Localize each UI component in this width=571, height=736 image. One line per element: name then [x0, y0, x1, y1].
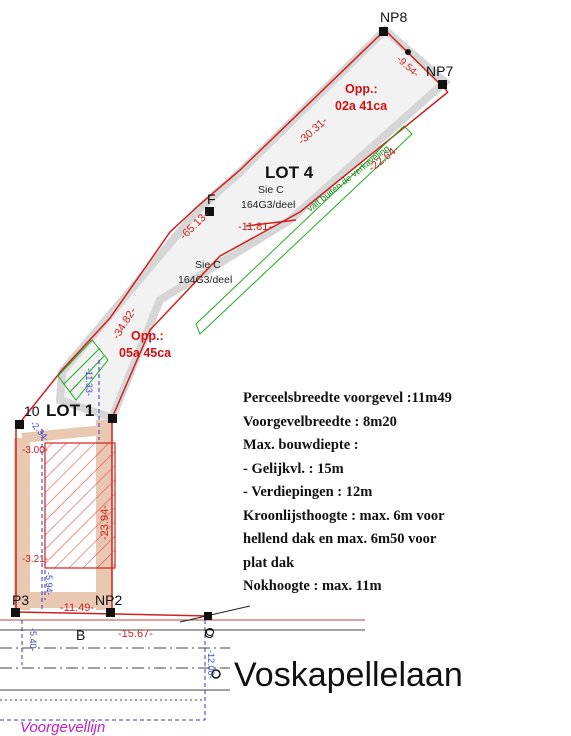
lot1-parcel: 164G3/deel: [178, 274, 232, 286]
dim-594: -5.94-: [44, 572, 54, 596]
lot1-building-footprint: [44, 442, 116, 569]
lot4-parcel: 164G3/deel: [241, 199, 295, 211]
dim-321: -3.21-: [22, 554, 48, 565]
info-line: Max. bouwdiepte :: [243, 437, 359, 453]
marker-np2: [106, 608, 115, 617]
label-np7: NP7: [426, 63, 453, 79]
label-np2: NP2: [95, 592, 122, 608]
frontline-label: Voorgevellijn: [20, 719, 105, 736]
marker-f: [205, 207, 214, 216]
marker-mid: [405, 49, 411, 55]
building-regulations-note: Perceelsbreedte voorgevel :11m49 Voorgev…: [243, 387, 563, 599]
info-line: Kroonlijsthoogte : max. 6m voor: [243, 507, 445, 524]
info-line: Voorgevelbreedte : 8m20: [243, 413, 397, 430]
lot4-building-zone: [57, 125, 413, 401]
marker-lot1-right: [108, 414, 117, 423]
marker-street-corner: [204, 612, 212, 620]
marker-10: [15, 420, 24, 429]
label-10: 10: [24, 403, 40, 419]
info-line: Perceelsbreedte voorgevel :11m49: [243, 390, 452, 406]
lot4-area-label: Opp.:: [345, 82, 378, 96]
info-line: hellend dak en max. 6m50 voor: [243, 531, 437, 547]
label-c: C: [204, 625, 214, 641]
offset-lines: [0, 360, 206, 721]
dim-1567: -15.67-: [118, 628, 153, 640]
label-b: B: [76, 627, 85, 643]
lot1-section: Sie C: [195, 259, 221, 271]
label-p3: P3: [12, 592, 29, 608]
marker-p3: [11, 608, 20, 617]
lot1-title: LOT 1: [46, 401, 94, 420]
lot4-title: LOT 4: [265, 163, 314, 182]
info-line: Nokhoogte : max. 11m: [243, 578, 382, 594]
corner-markers: [11, 27, 447, 679]
label-f: F: [207, 191, 216, 207]
label-np8: NP8: [380, 9, 407, 25]
dim-300: -3.00-: [22, 445, 48, 456]
info-line: - Verdiepingen : 12m: [243, 484, 373, 500]
dim-1133: -11.33-: [84, 368, 94, 396]
marker-c: [206, 628, 214, 636]
marker-np7: [438, 80, 447, 89]
lot1-area-value: 05a 45ca: [119, 346, 172, 360]
info-line: plat dak: [243, 554, 295, 571]
street-lines: [0, 605, 365, 701]
marker-street-bolt: [211, 669, 221, 679]
dim-540: -5.40-: [28, 628, 38, 652]
dim-2394: -23.94-: [99, 505, 111, 540]
lot-grey-outline: [55, 24, 452, 424]
info-line: - Gelijkvl. : 15m: [243, 460, 344, 477]
dim-1181: -11.81-: [238, 221, 272, 233]
lot1-area-label: Opp.:: [131, 329, 164, 343]
dim-1149: -11.49-: [60, 602, 94, 614]
street-name: Voskapellelaan: [234, 656, 463, 694]
lot4-section: Sie C: [258, 184, 284, 196]
marker-np8: [379, 27, 388, 36]
lot4-area-value: 02a 41ca: [335, 99, 388, 113]
dim-1200: -12.00-: [206, 650, 216, 679]
